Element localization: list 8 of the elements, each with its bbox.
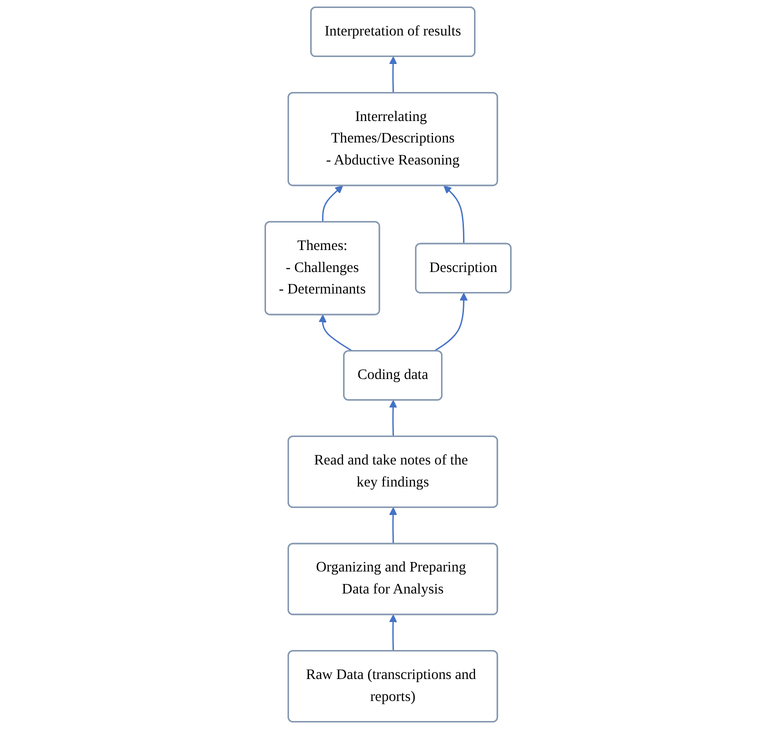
arrow (322, 186, 344, 222)
arrow (444, 186, 465, 244)
arrow (390, 507, 398, 544)
arrow (319, 314, 354, 352)
arrow (390, 56, 398, 94)
arrow (390, 614, 398, 652)
arrow (434, 292, 468, 352)
arrow (390, 400, 398, 437)
